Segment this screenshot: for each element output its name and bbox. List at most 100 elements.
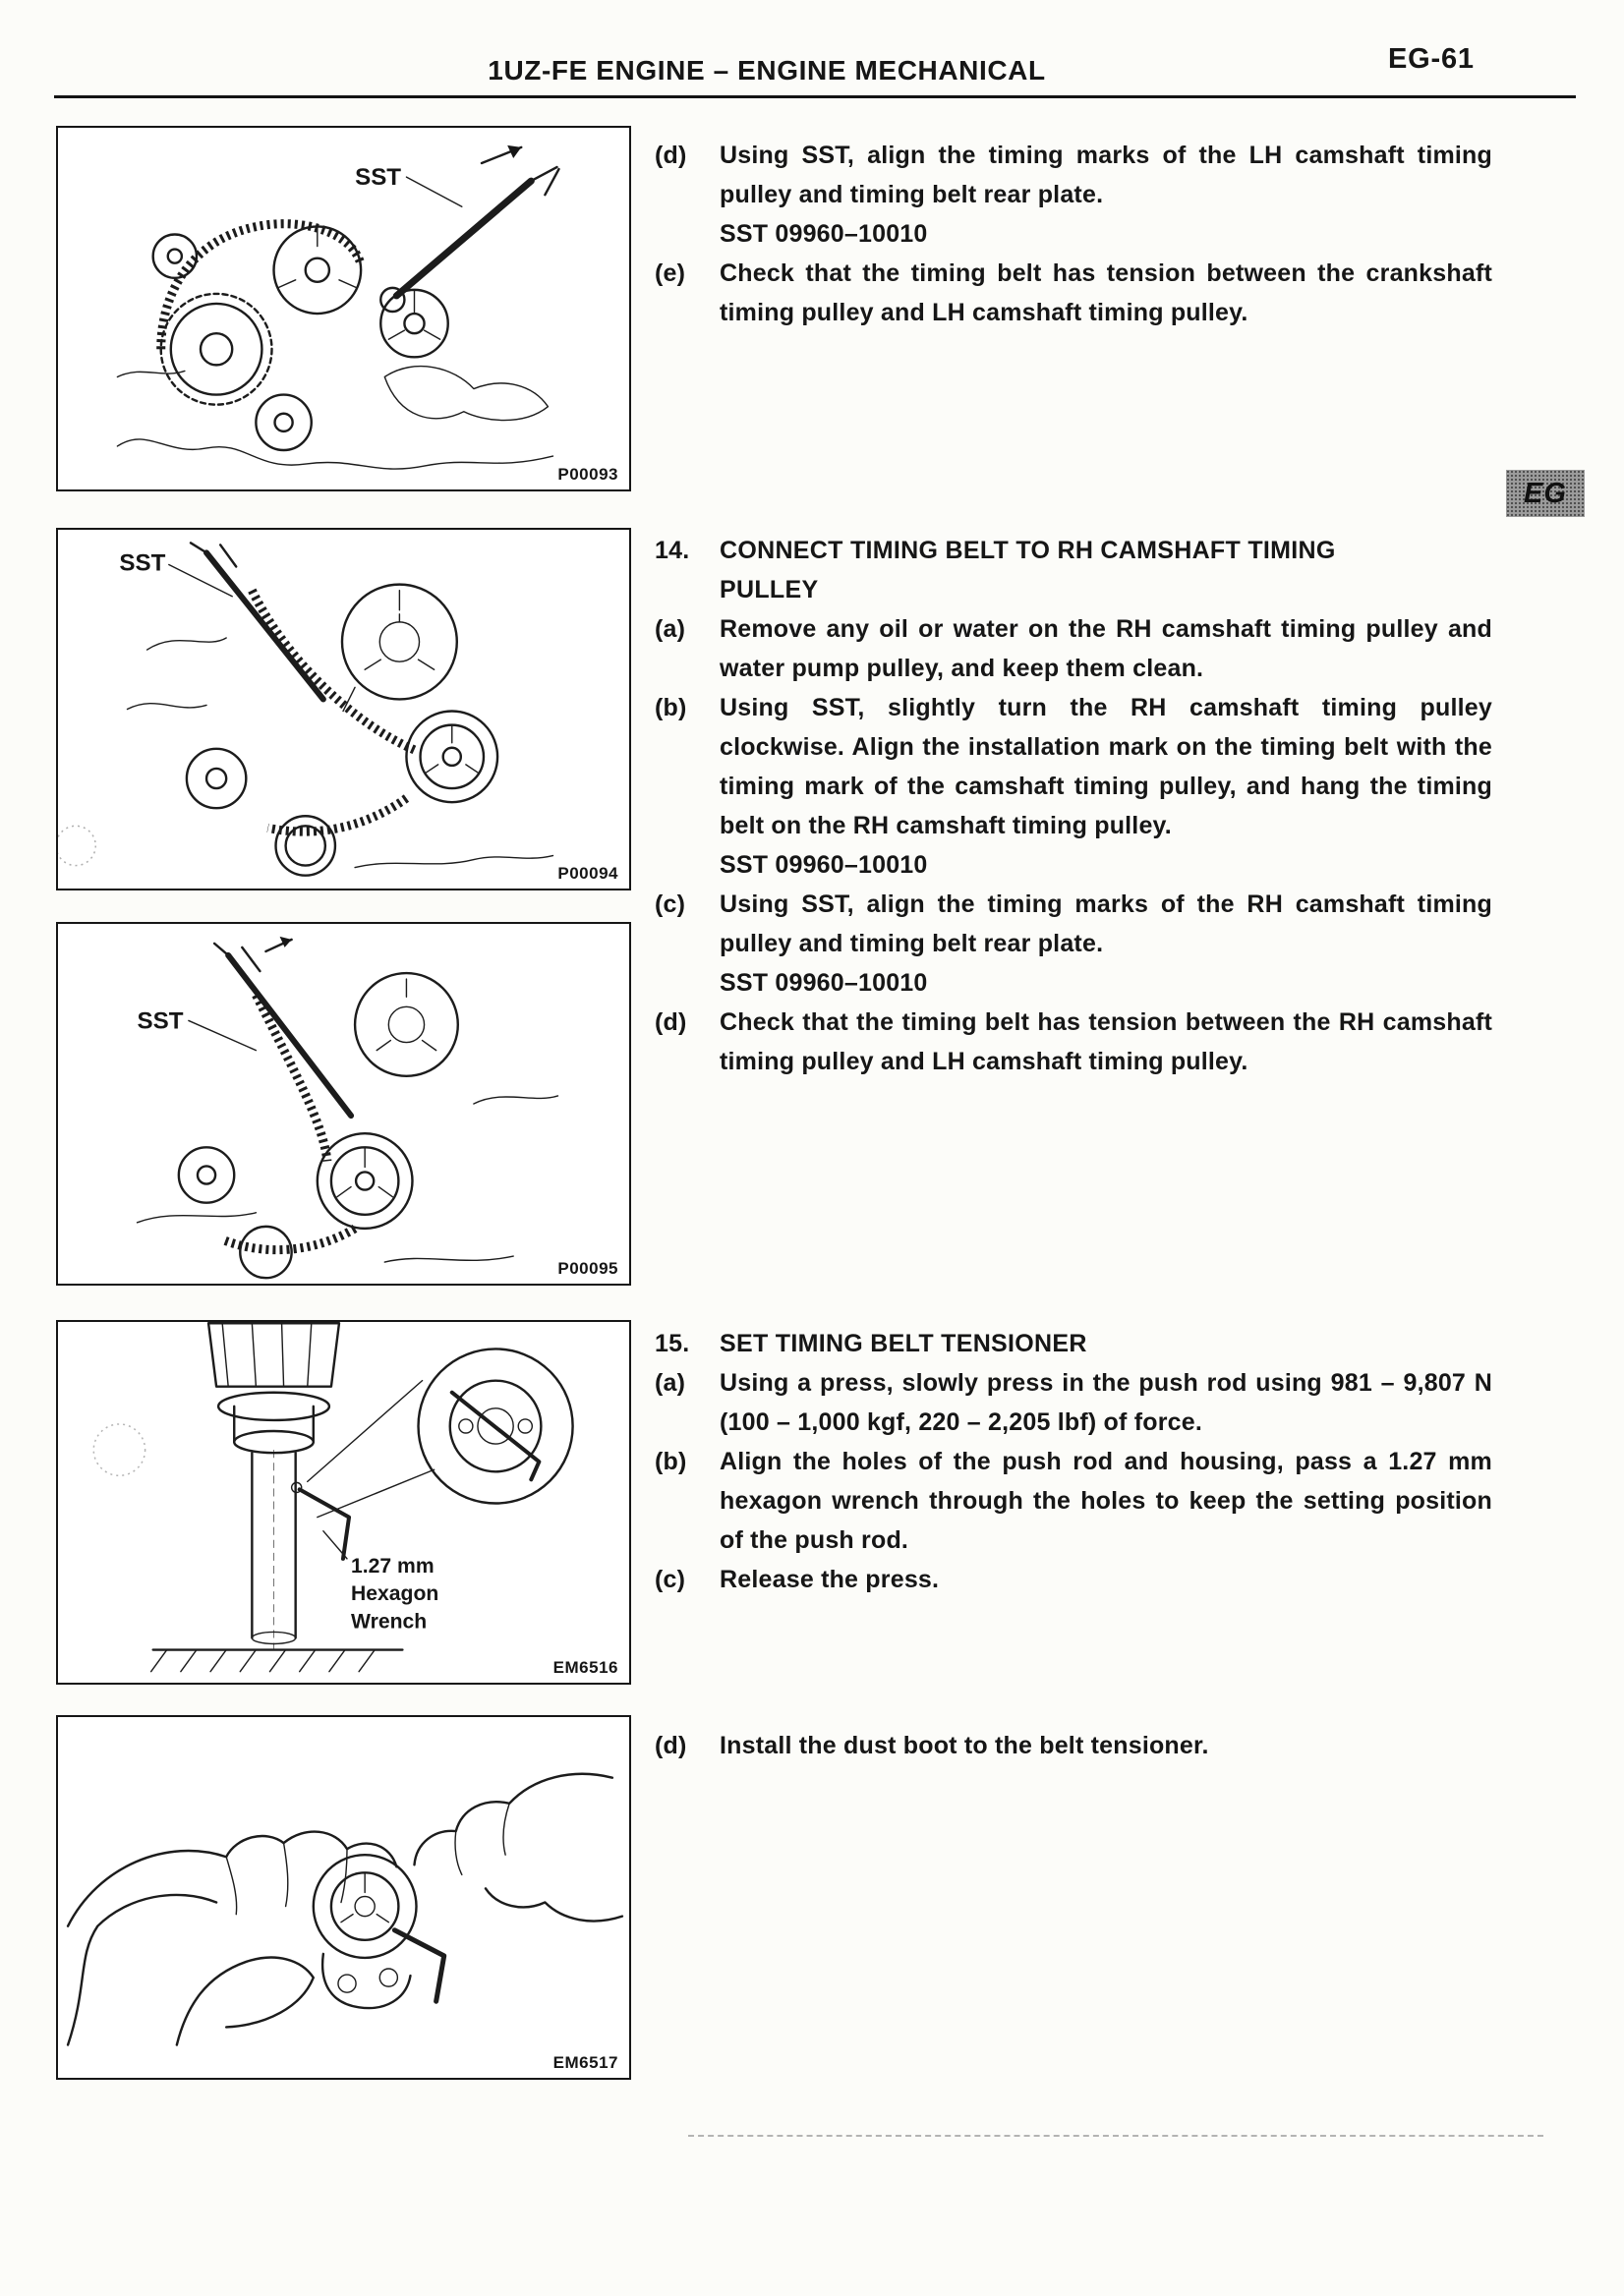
magnified-timing-marks bbox=[340, 583, 459, 713]
figure-illustration: SST bbox=[116, 144, 560, 470]
step-item: (a) Remove any oil or water on the RH ca… bbox=[655, 609, 1492, 688]
item-text: Check that the timing belt has tension b… bbox=[720, 259, 1492, 326]
timing-belt bbox=[252, 993, 332, 1162]
item-text: Using SST, slightly turn the RH camshaft… bbox=[720, 694, 1492, 839]
item-text: Install the dust boot to the belt tensio… bbox=[720, 1732, 1209, 1759]
item-marker: (d) bbox=[655, 1732, 687, 1759]
scan-ghost-mark bbox=[58, 825, 97, 867]
step-number: 15. bbox=[655, 1330, 690, 1357]
magnified-tensioner-top bbox=[417, 1348, 574, 1505]
sst-label: SST bbox=[355, 164, 401, 191]
sst-tool bbox=[212, 942, 355, 1119]
engine-outline bbox=[116, 365, 554, 470]
engine-outline bbox=[126, 637, 554, 869]
sst-leader-line bbox=[168, 563, 233, 598]
scan-artifact-line bbox=[688, 2135, 1543, 2137]
sst-reference: SST 09960–10010 bbox=[720, 969, 928, 997]
rh-camshaft-pulley bbox=[316, 1131, 414, 1231]
procedure-step15: 15. SET TIMING BELT TENSIONER (a) Using … bbox=[655, 1324, 1492, 1599]
step-item: (d) Using SST, align the timing marks of… bbox=[655, 136, 1492, 254]
item-marker: (b) bbox=[655, 694, 687, 721]
timing-belt bbox=[156, 219, 366, 350]
rotation-arrow-icon bbox=[480, 144, 523, 165]
sst-label: SST bbox=[119, 550, 165, 577]
item-text: Remove any oil or water on the RH camsha… bbox=[720, 615, 1492, 682]
figure-code: EM6517 bbox=[550, 2053, 621, 2073]
water-pump-pulley bbox=[185, 747, 337, 877]
timing-belt-lower bbox=[266, 794, 410, 836]
section-edge-tab: EG bbox=[1506, 470, 1585, 517]
step-item: (a) Using a press, slowly press in the p… bbox=[655, 1363, 1492, 1442]
scan-ghost-mark bbox=[92, 1423, 146, 1477]
item-marker: (d) bbox=[655, 142, 687, 169]
press-ram bbox=[206, 1322, 341, 1455]
item-marker: (d) bbox=[655, 1008, 687, 1036]
item-text: Using SST, align the timing marks of the… bbox=[720, 890, 1492, 957]
left-hand bbox=[66, 1830, 398, 2046]
item-marker: (a) bbox=[655, 615, 686, 643]
step-item: (b) Align the holes of the push rod and … bbox=[655, 1442, 1492, 1560]
procedure-step13-items: (d) Using SST, align the timing marks of… bbox=[655, 136, 1492, 332]
figure-rh-camshaft-hang-belt: SST P00094 bbox=[56, 528, 631, 890]
press-base bbox=[149, 1648, 404, 1673]
wrench-label-line3: Wrench bbox=[351, 1610, 427, 1633]
step-item: (e) Check that the timing belt has tensi… bbox=[655, 254, 1492, 332]
rh-camshaft-pulley bbox=[405, 710, 499, 804]
sst-leader-line bbox=[405, 176, 463, 207]
header-rule bbox=[54, 95, 1576, 98]
lh-camshaft-pulley bbox=[272, 225, 363, 316]
page-title: 1UZ-FE ENGINE – ENGINE MECHANICAL bbox=[488, 55, 1046, 86]
wrench-label-line2: Hexagon bbox=[351, 1582, 438, 1605]
belt-tensioner bbox=[312, 1853, 418, 2010]
magnifier-leader-lines bbox=[307, 1379, 435, 1519]
item-text: Check that the timing belt has tension b… bbox=[720, 1008, 1492, 1075]
step-item: (b) Using SST, slightly turn the RH cams… bbox=[655, 688, 1492, 885]
timing-belt-lower bbox=[222, 1224, 358, 1255]
sst-leader-line bbox=[188, 1019, 258, 1052]
sst-label: SST bbox=[138, 1007, 184, 1034]
item-marker: (a) bbox=[655, 1369, 686, 1397]
item-text: Release the press. bbox=[720, 1566, 940, 1593]
figure-lh-camshaft-timing: SST P00093 bbox=[56, 126, 631, 491]
figure-illustration: SST bbox=[58, 542, 554, 877]
wrench-label-line1: 1.27 mm bbox=[351, 1555, 435, 1578]
step-heading: 15. SET TIMING BELT TENSIONER bbox=[655, 1324, 1492, 1363]
idler-pulleys bbox=[151, 233, 449, 452]
rotation-arrow-icon bbox=[264, 936, 293, 953]
label-leader-line bbox=[322, 1529, 348, 1560]
step-number: 14. bbox=[655, 537, 690, 564]
step-item: (c) Using SST, align the timing marks of… bbox=[655, 885, 1492, 1003]
hexagon-wrench bbox=[290, 1481, 352, 1561]
step-item: (d) Check that the timing belt has tensi… bbox=[655, 1003, 1492, 1081]
sst-reference: SST 09960–10010 bbox=[720, 220, 928, 248]
step-title: SET TIMING BELT TENSIONER bbox=[720, 1330, 1087, 1357]
sst-tool bbox=[189, 542, 326, 703]
crank-gear-pulley bbox=[159, 292, 273, 406]
figure-code: EM6516 bbox=[550, 1658, 621, 1678]
figure-tensioner-press: 1.27 mm Hexagon Wrench EM6516 bbox=[56, 1320, 631, 1685]
step-item: (d) Install the dust boot to the belt te… bbox=[655, 1726, 1492, 1765]
figure-illustration bbox=[66, 1772, 624, 2046]
timing-belt bbox=[248, 588, 419, 755]
figure-code: P00093 bbox=[554, 465, 621, 485]
figure-code: P00094 bbox=[554, 864, 621, 884]
engine-outline bbox=[136, 1095, 559, 1263]
item-text: Align the holes of the push rod and hous… bbox=[720, 1448, 1492, 1554]
figure-code: P00095 bbox=[554, 1259, 621, 1279]
item-marker: (b) bbox=[655, 1448, 687, 1475]
sst-tool bbox=[379, 165, 560, 314]
procedure-step14: 14. CONNECT TIMING BELT TO RH CAMSHAFT T… bbox=[655, 531, 1492, 1081]
page-number: EG-61 bbox=[1388, 43, 1475, 75]
step-item: (c) Release the press. bbox=[655, 1560, 1492, 1599]
figure-dust-boot-install: EM6517 bbox=[56, 1715, 631, 2080]
hexagon-wrench bbox=[391, 1927, 447, 2004]
idler-pulleys bbox=[177, 1146, 293, 1280]
sst-reference: SST 09960–10010 bbox=[720, 851, 928, 879]
figure-rh-camshaft-align-marks: SST P000 bbox=[56, 922, 631, 1286]
item-marker: (c) bbox=[655, 1566, 686, 1593]
push-rod bbox=[251, 1450, 297, 1650]
step-heading: 14. CONNECT TIMING BELT TO RH CAMSHAFT T… bbox=[655, 531, 1492, 609]
item-text: Using SST, align the timing marks of the… bbox=[720, 142, 1492, 208]
figure-illustration: 1.27 mm Hexagon Wrench bbox=[92, 1322, 574, 1673]
figure-illustration: SST bbox=[136, 936, 559, 1280]
